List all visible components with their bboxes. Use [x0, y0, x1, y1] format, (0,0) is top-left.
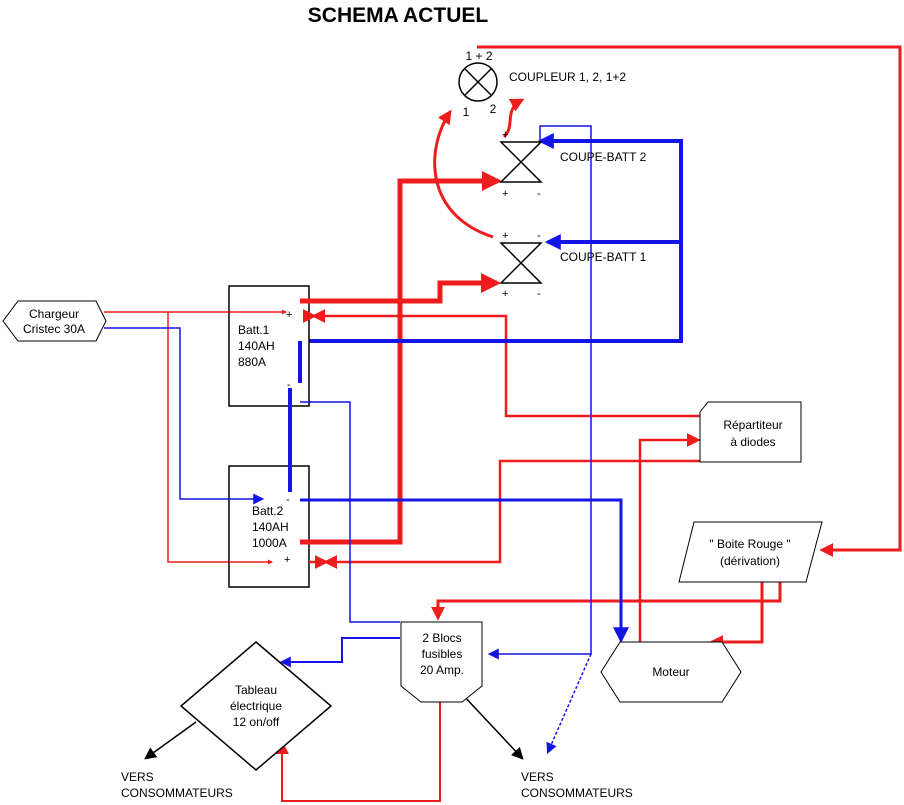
wire-splitter-to-batt1 — [311, 309, 700, 418]
battery1-capacity: 140AH — [238, 339, 275, 353]
wire-fuses-to-panel-negative — [279, 637, 400, 668]
wire-dotted-to-consumers — [546, 653, 592, 755]
panel-line3: 12 on/off — [233, 715, 280, 729]
panel-line1: Tableau — [235, 683, 277, 697]
battery1-cca: 880A — [238, 355, 266, 369]
switch1-minus-top: - — [537, 230, 541, 242]
wire-batt1-to-switch1 — [300, 273, 501, 304]
bowtie-switch-icon — [499, 242, 543, 284]
electrical-panel[interactable]: Tableau électrique 12 on/off — [179, 641, 333, 771]
battery1-plus: + — [286, 309, 292, 321]
battery2-capacity: 140AH — [252, 520, 289, 534]
bowtie-switch-icon — [499, 141, 543, 183]
battery-switch-2[interactable]: + COUPE-BATT 2 + - — [499, 129, 647, 200]
coupler-pos-both: 1 + 2 — [465, 49, 492, 63]
diode-splitter[interactable]: Répartiteur à diodes — [699, 401, 802, 463]
wire-batt2-to-switch2 — [300, 171, 502, 545]
battery2-cca: 1000A — [252, 536, 287, 550]
fuses-line1: 2 Blocs — [422, 631, 461, 645]
fuses-line3: 20 Amp. — [420, 663, 464, 677]
charger[interactable]: Chargeur Cristec 30A — [2, 300, 107, 342]
charger-line2: Cristec 30A — [23, 322, 85, 336]
wires-output — [144, 693, 524, 760]
switch1-plus: + — [502, 288, 508, 300]
diagram-title: SCHEMA ACTUEL — [308, 4, 489, 27]
red-box[interactable]: " Boite Rouge " (dérivation) — [678, 521, 823, 583]
charger-line1: Chargeur — [29, 307, 79, 321]
consumers-right: VERS CONSOMMATEURS — [521, 770, 633, 800]
wire-red-box-to-fuses — [431, 582, 782, 621]
consumers-right-line1: VERS — [521, 770, 554, 784]
switch2-minus: - — [537, 188, 541, 200]
consumers-left: VERS CONSOMMATEURS — [121, 770, 233, 800]
wire-batt2-to-engine — [300, 498, 629, 644]
switch1-minus: - — [537, 288, 541, 300]
fuse-blocks[interactable]: 2 Blocs fusibles 20 Amp. — [400, 621, 483, 703]
wire-charger-negative — [104, 327, 265, 505]
switch1-plus-top: + — [502, 230, 508, 242]
switch1-label: COUPE-BATT 1 — [560, 250, 647, 264]
engine[interactable]: Moteur — [600, 641, 742, 703]
splitter-line1: Répartiteur — [723, 418, 782, 432]
battery-terminal-wires — [229, 298, 329, 569]
battery2-plus: + — [284, 554, 290, 566]
lamp-cross-icon — [458, 62, 498, 102]
arc-switch1-to-coupler — [433, 109, 494, 239]
battery1-name: Batt.1 — [238, 323, 270, 337]
battery1-minus: - — [287, 379, 291, 391]
wire-panel-to-consumers — [144, 721, 197, 760]
consumers-left-line2: CONSOMMATEURS — [121, 786, 233, 800]
wire-switch2-to-fuses — [487, 125, 592, 660]
wire-batt1-to-fuses — [300, 401, 400, 623]
coupler-pos-2: 2 — [490, 102, 497, 116]
battery2-name: Batt.2 — [252, 504, 284, 518]
wire-fuses-to-panel — [275, 702, 441, 802]
arc-switch2-to-coupler — [502, 98, 525, 139]
battery-switch-1[interactable]: + - COUPE-BATT 1 + - — [499, 230, 647, 300]
consumers-left-line1: VERS — [121, 770, 154, 784]
wire-splitter-to-batt2 — [323, 459, 700, 569]
switch2-plus-top: + — [502, 129, 508, 141]
wires-negative — [104, 125, 683, 755]
coupler-label: COUPLEUR 1, 2, 1+2 — [509, 70, 626, 84]
wire-coupler-to-red-box — [477, 45, 902, 557]
wire-fuses-to-consumers — [461, 693, 524, 760]
panel-line2: électrique — [230, 699, 282, 713]
coupler[interactable]: 1 + 2 1 2 COUPLEUR 1, 2, 1+2 — [458, 49, 626, 119]
battery2-minus: - — [286, 494, 290, 506]
engine-label: Moteur — [652, 665, 689, 679]
coupler-pos-1: 1 — [463, 105, 470, 119]
red-box-line2: (dérivation) — [720, 554, 780, 568]
red-box-line1: " Boite Rouge " — [709, 537, 790, 551]
wire-engine-to-splitter — [638, 433, 701, 642]
battery-2[interactable]: Batt.2 140AH 1000A - + — [228, 465, 310, 588]
switch2-label: COUPE-BATT 2 — [560, 150, 647, 164]
battery-1[interactable]: Batt.1 140AH 880A + - — [228, 285, 310, 407]
switch2-plus: + — [502, 188, 508, 200]
splitter-line2: à diodes — [730, 435, 775, 449]
wire-red-box-to-engine — [709, 582, 764, 649]
consumers-right-line2: CONSOMMATEURS — [521, 786, 633, 800]
fuses-line2: fusibles — [422, 647, 463, 661]
